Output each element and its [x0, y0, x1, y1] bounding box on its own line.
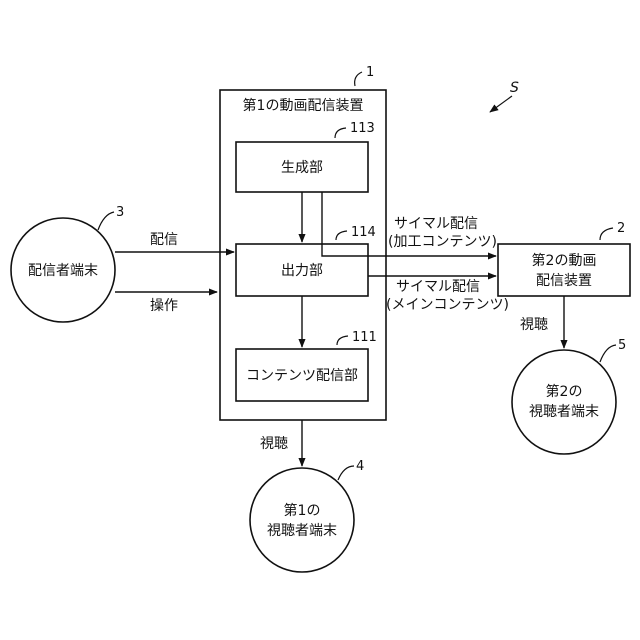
- content-ref: 111: [352, 330, 377, 345]
- generator-leader: [335, 128, 346, 138]
- viewer1-leader: [338, 466, 354, 480]
- distributor-leader: [98, 212, 114, 230]
- viewer2-circle: [512, 350, 616, 454]
- viewer2-group: 第2の 視聴者端末 5: [512, 338, 626, 454]
- device1-title: 第1の動画配信装置: [243, 97, 364, 114]
- generator-label: 生成部: [281, 160, 323, 176]
- system-label-arrow: [490, 96, 512, 112]
- content-leader: [337, 336, 348, 345]
- viewer1-line1: 第1の: [284, 502, 321, 519]
- distributor-label: 配信者端末: [28, 263, 98, 279]
- flow-simul-upper-1: サイマル配信: [394, 216, 478, 232]
- output-ref: 114: [351, 225, 376, 240]
- viewer1-circle: [250, 468, 354, 572]
- viewer2-line1: 第2の: [546, 383, 583, 400]
- viewer2-line2: 視聴者端末: [529, 404, 599, 420]
- flow-simul-lower-2: (メインコンテンツ): [386, 297, 509, 313]
- device2-leader: [600, 228, 613, 240]
- output-leader: [336, 231, 347, 240]
- viewer1-line2: 視聴者端末: [267, 523, 337, 539]
- flow-distribution-label: 配信: [150, 232, 178, 248]
- device2-line1: 第2の動画: [532, 252, 597, 269]
- output-group: 出力部 114: [236, 225, 376, 296]
- generator-group: 生成部 113: [236, 121, 375, 192]
- distributor-group: 配信者端末 3: [11, 205, 124, 322]
- device2-ref: 2: [617, 221, 625, 236]
- device1-leader: [355, 72, 362, 86]
- viewer1-group: 第1の 視聴者端末 4: [250, 459, 364, 572]
- content-label: コンテンツ配信部: [246, 368, 358, 384]
- system-label: S: [490, 80, 519, 112]
- output-label: 出力部: [281, 263, 323, 279]
- flow-simul-lower-1: サイマル配信: [396, 279, 480, 295]
- flow-viewing-left-label: 視聴: [260, 436, 288, 452]
- flow-operation-label: 操作: [150, 298, 178, 314]
- flow-simul-upper-2: (加工コンテンツ): [388, 234, 497, 250]
- viewer2-leader: [600, 345, 616, 362]
- flow-viewing-right-label: 視聴: [520, 317, 548, 333]
- device2-group: 第2の動画 配信装置 2: [498, 221, 630, 296]
- viewer2-ref: 5: [618, 338, 626, 353]
- distributor-ref: 3: [116, 205, 124, 220]
- device1-ref: 1: [366, 65, 374, 80]
- content-group: コンテンツ配信部 111: [236, 330, 377, 401]
- viewer1-ref: 4: [356, 459, 364, 474]
- generator-ref: 113: [350, 121, 375, 136]
- system-label-text: S: [510, 80, 519, 96]
- device2-line2: 配信装置: [536, 273, 592, 289]
